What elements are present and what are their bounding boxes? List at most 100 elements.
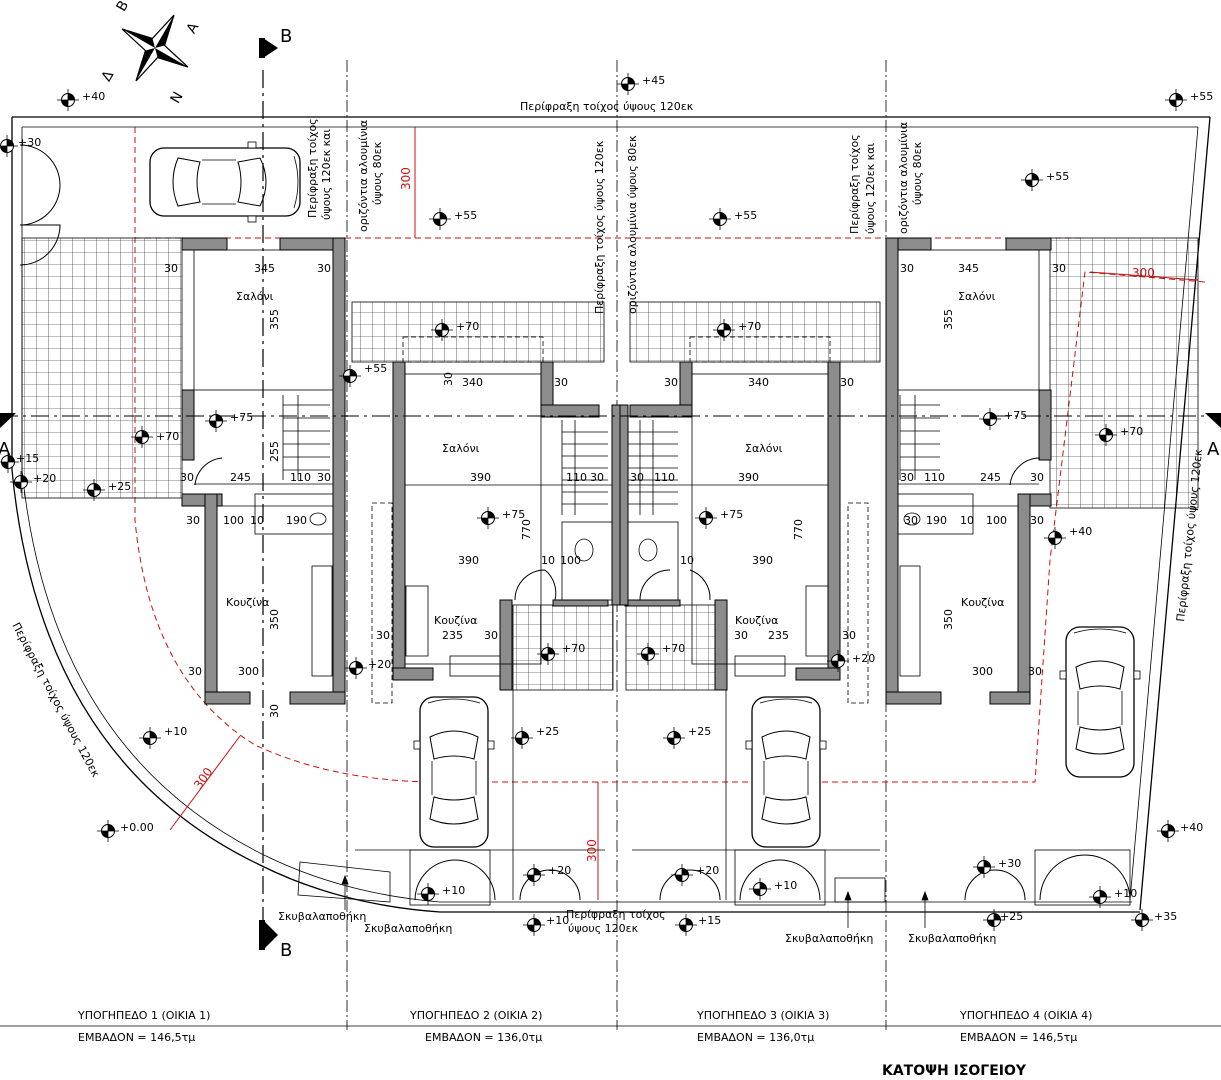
dimension-label: 390 xyxy=(458,554,479,567)
fence-note: Περίφραξη τοίχος xyxy=(306,118,319,218)
dimension-label: 30 xyxy=(164,262,178,275)
section-line-aa xyxy=(0,413,1221,428)
level-label: +10 xyxy=(546,914,569,927)
unit-area: ΕΜΒΑΔΟΝ = 146,5τμ xyxy=(78,1031,195,1044)
dimension-label: 30 xyxy=(376,629,390,642)
dimension-label: 30 xyxy=(554,376,568,389)
dimension-label: 300 xyxy=(238,665,259,678)
north-arrow-icon xyxy=(121,14,189,82)
room-label-living: Σαλόνι xyxy=(442,442,480,455)
level-label: +70 xyxy=(662,642,685,655)
level-label: +70 xyxy=(456,320,479,333)
level-label: +10 xyxy=(442,884,465,897)
bottom-fence-label-line2: ύψους 120εκ xyxy=(568,922,639,935)
dimension-label: 340 xyxy=(748,376,769,389)
level-label: +20 xyxy=(696,864,719,877)
level-label: +20 xyxy=(852,652,875,665)
level-label: +75 xyxy=(720,508,743,521)
interior-lines xyxy=(193,249,1131,906)
dimension-label: 350 xyxy=(942,609,955,630)
dimension-label: 100 xyxy=(986,514,1007,527)
dimension-label: 390 xyxy=(470,471,491,484)
room-label-kitchen: Κουζίνα xyxy=(434,614,477,627)
dimension-label: 30 xyxy=(180,471,194,484)
section-marker-b-top: B xyxy=(280,26,292,47)
level-label: +30 xyxy=(998,857,1021,870)
dimension-label: 30 xyxy=(317,262,331,275)
unit-area: ΕΜΒΑΔΟΝ = 146,5τμ xyxy=(960,1031,1077,1044)
dimension-label: 355 xyxy=(942,309,955,330)
bin-store-label: Σκυβαλαποθήκη xyxy=(908,932,996,945)
section-marker-a-left: A xyxy=(0,439,11,460)
unit-name: ΥΠΟΓΗΠΕΔΟ 4 (ΟΙΚΙΑ 4) xyxy=(959,1009,1092,1022)
dimension-label: 30 xyxy=(1030,471,1044,484)
section-line-bb xyxy=(259,38,278,950)
fence-note: Περίφραξη τοίχος ύψους 120εκ xyxy=(593,140,606,314)
dimension-label: 190 xyxy=(926,514,947,527)
dimension-label: 30 xyxy=(484,629,498,642)
dimension-label: 235 xyxy=(442,629,463,642)
level-label: +75 xyxy=(502,508,525,521)
level-label: +10 xyxy=(164,725,187,738)
unit-name: ΥΠΟΓΗΠΕΔΟ 1 (ΟΙΚΙΑ 1) xyxy=(77,1009,210,1022)
level-label: +70 xyxy=(738,320,761,333)
door-swings xyxy=(19,144,1131,901)
dimension-label: 255 xyxy=(268,441,281,462)
dimension-label: 245 xyxy=(230,471,251,484)
dimension-label: 110 xyxy=(924,471,945,484)
dimension-label: 30 xyxy=(900,471,914,484)
level-label: +20 xyxy=(33,472,56,485)
dimension-label: 30 xyxy=(1030,514,1044,527)
fence-note: ύψους 120εκ και xyxy=(864,143,877,234)
level-label: +20 xyxy=(368,658,391,671)
level-label: +55 xyxy=(454,209,477,222)
level-label: +55 xyxy=(364,362,387,375)
dimension-label: 245 xyxy=(980,471,1001,484)
car-icon xyxy=(149,141,301,223)
level-label: +70 xyxy=(562,642,585,655)
compass-label-a: Α xyxy=(184,20,203,37)
room-label-kitchen: Κουζίνα xyxy=(961,596,1004,609)
dimension-label: 30 xyxy=(188,665,202,678)
rail-note: ύψους 80εκ xyxy=(371,141,384,205)
dimension-label: 30 xyxy=(590,471,604,484)
level-label: +70 xyxy=(1120,425,1143,438)
fence-note: Περίφραξη τοίχος xyxy=(848,134,861,234)
level-label: +10 xyxy=(1114,887,1137,900)
bin-store-label: Σκυβαλαποθήκη xyxy=(278,910,366,923)
top-fence-label: Περίφραξη τοίχος ύψους 120εκ xyxy=(520,100,694,113)
house-walls xyxy=(181,237,1052,705)
compass-label-n: Ν xyxy=(168,89,187,106)
leader-arrows xyxy=(341,874,929,928)
rail-note: οριζόντια αλουμίνια xyxy=(897,122,910,234)
level-label: +75 xyxy=(230,411,253,424)
room-label-living: Σαλόνι xyxy=(958,290,996,303)
dimension-label: 10 xyxy=(960,514,974,527)
level-label: +55 xyxy=(1046,170,1069,183)
dimension-label: 30 xyxy=(186,514,200,527)
room-label-living: Σαλόνι xyxy=(236,290,274,303)
room-label-living: Σαλόνι xyxy=(745,442,783,455)
level-label: +75 xyxy=(1004,409,1027,422)
dimension-label: 345 xyxy=(958,262,979,275)
compass-label-b: Β xyxy=(114,0,133,14)
bottom-fence-label-line1: Περίφραξη τοίχος xyxy=(566,908,666,921)
level-label: +55 xyxy=(1190,90,1213,103)
dimension-label: 30 xyxy=(664,376,678,389)
dimension-label: 100 xyxy=(223,514,244,527)
dimension-label: 390 xyxy=(752,554,773,567)
unit-name: ΥΠΟΓΗΠΕΔΟ 3 (ΟΙΚΙΑ 3) xyxy=(696,1009,829,1022)
setback-dimension: 300 xyxy=(1132,266,1155,280)
dimension-label: 30 xyxy=(268,704,281,718)
level-label: +25 xyxy=(536,725,559,738)
dimension-label: 355 xyxy=(268,309,281,330)
level-label: +25 xyxy=(108,480,131,493)
dimension-label: 110 xyxy=(290,471,311,484)
dimension-label: 300 xyxy=(972,665,993,678)
room-label-kitchen: Κουζίνα xyxy=(226,596,269,609)
room-label-kitchen: Κουζίνα xyxy=(735,614,778,627)
section-marker-b-bottom: B xyxy=(280,940,292,961)
level-label: +40 xyxy=(1180,821,1203,834)
dimension-label: 30 xyxy=(317,471,331,484)
